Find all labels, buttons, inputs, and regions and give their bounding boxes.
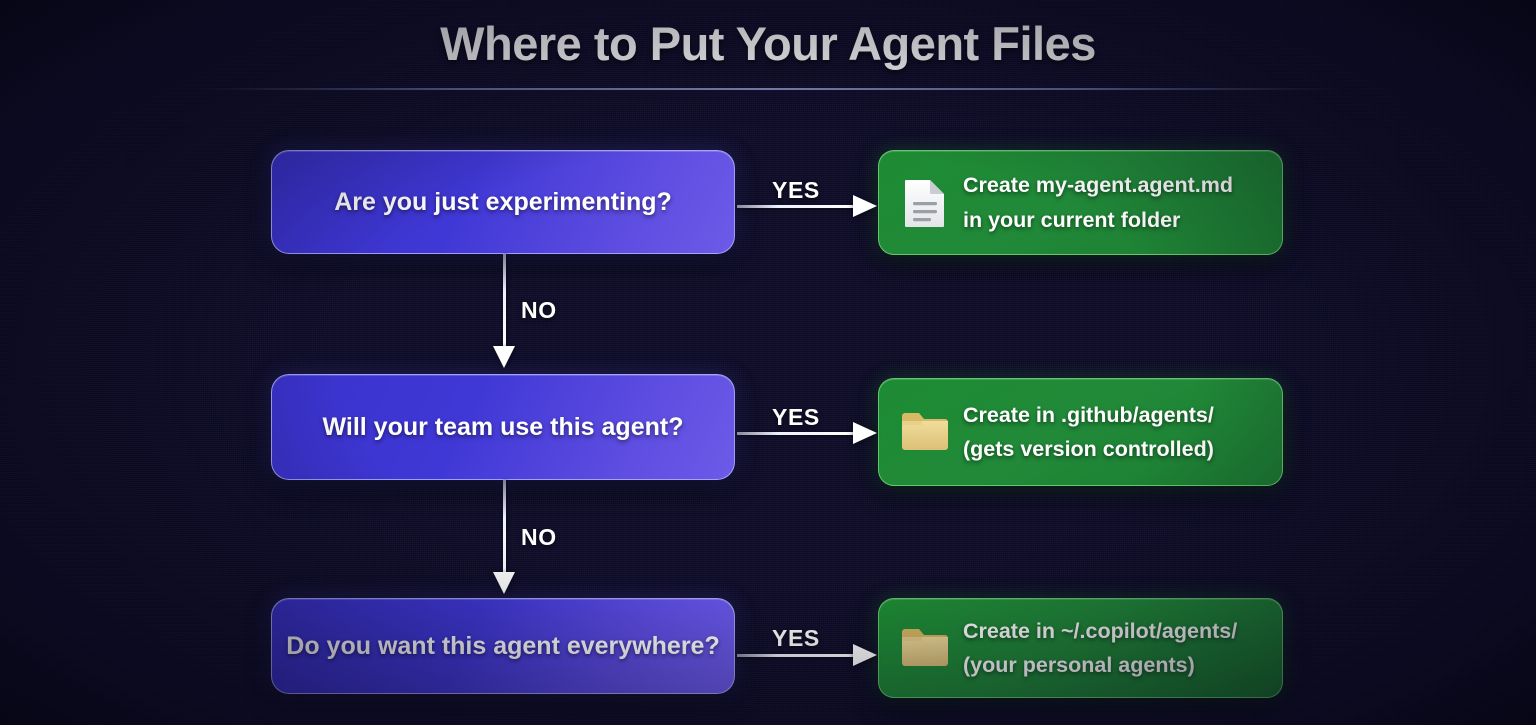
outcome-text: Create in .github/agents/ (gets version c… xyxy=(963,398,1214,467)
outcome-line-2: (your personal agents) xyxy=(963,653,1195,677)
no-arrow-1 xyxy=(493,254,515,370)
outcome-text: Create my-agent.agent.md in your current … xyxy=(963,168,1233,237)
outcome-text: Create in ~/.copilot/agents/ (your person… xyxy=(963,614,1237,683)
folder-icon xyxy=(897,626,953,670)
outcome-line-1: Create in .github/agents/ xyxy=(963,402,1214,427)
decision-box-everywhere[interactable]: Do you want this agent everywhere? xyxy=(271,598,735,694)
decision-label: Do you want this agent everywhere? xyxy=(286,631,720,660)
no-label-2: NO xyxy=(521,524,557,550)
outcome-line-2: in your current folder xyxy=(963,207,1181,232)
yes-label-1: YES xyxy=(772,177,820,203)
no-label-1: NO xyxy=(521,297,557,323)
arrow-shaft xyxy=(737,654,856,657)
yes-label-2: YES xyxy=(772,404,820,430)
title-divider xyxy=(198,88,1338,90)
arrow-head-right-icon xyxy=(853,644,877,666)
arrow-head-right-icon xyxy=(853,422,877,444)
outcome-line-1: Create in ~/.copilot/agents/ xyxy=(963,618,1238,643)
arrow-shaft xyxy=(503,480,506,574)
no-arrow-2 xyxy=(493,480,515,596)
arrow-head-down-icon xyxy=(493,346,515,368)
arrow-shaft xyxy=(737,432,856,435)
outcome-line-2: (gets version controlled) xyxy=(963,437,1214,461)
decision-label: Are you just experimenting? xyxy=(334,187,672,216)
outcome-line-1: Create my-agent.agent.md xyxy=(963,173,1234,198)
document-icon xyxy=(897,178,953,228)
arrow-head-right-icon xyxy=(853,195,877,217)
decision-box-team-use[interactable]: Will your team use this agent? xyxy=(271,374,735,480)
outcome-box-github-agents[interactable]: Create in .github/agents/ (gets version c… xyxy=(878,378,1283,486)
decision-label: Will your team use this agent? xyxy=(322,412,684,441)
arrow-head-down-icon xyxy=(493,572,515,594)
folder-icon xyxy=(897,410,953,454)
page-title: Where to Put Your Agent Files xyxy=(440,17,1096,70)
outcome-box-current-folder[interactable]: Create my-agent.agent.md in your current … xyxy=(878,150,1283,255)
outcome-box-copilot-agents[interactable]: Create in ~/.copilot/agents/ (your person… xyxy=(878,598,1283,698)
decision-box-experimenting[interactable]: Are you just experimenting? xyxy=(271,150,735,254)
arrow-shaft xyxy=(503,254,506,348)
arrow-shaft xyxy=(737,205,856,208)
yes-label-3: YES xyxy=(772,625,820,651)
